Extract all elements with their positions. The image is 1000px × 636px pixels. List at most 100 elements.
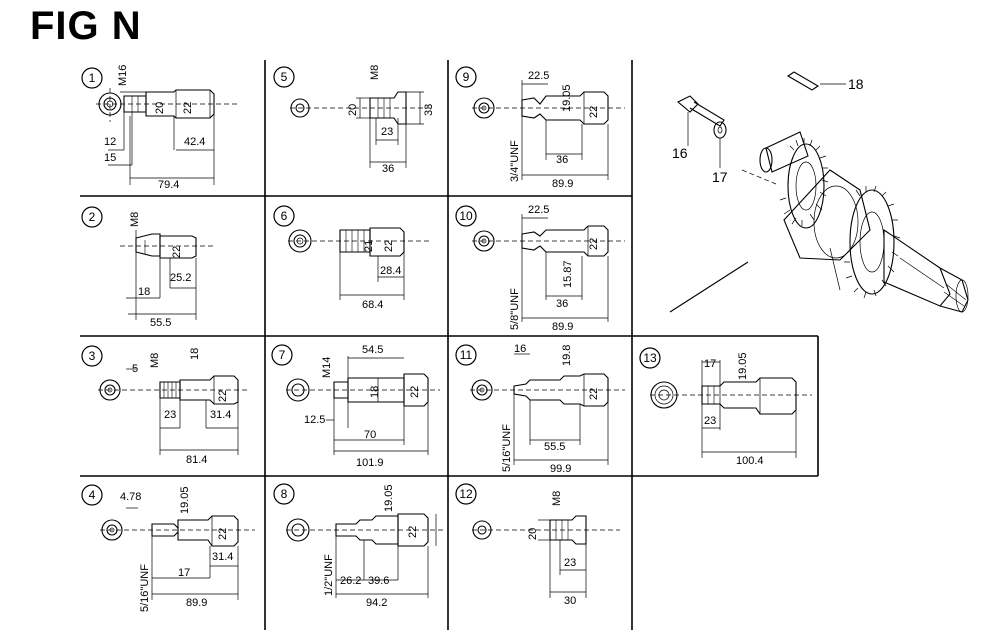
dimension-label: M14 bbox=[321, 357, 333, 378]
dimension-label: 54.5 bbox=[362, 344, 383, 356]
dimension-label: 25.2 bbox=[170, 272, 191, 284]
shaft-number-7: 7 bbox=[271, 344, 293, 366]
dimension-label: 55.5 bbox=[544, 441, 565, 453]
dimension-label: 55.5 bbox=[150, 317, 171, 329]
shaft-number-10: 10 bbox=[455, 205, 477, 227]
figure-title: FIG N bbox=[30, 4, 142, 48]
bolt-part bbox=[677, 95, 699, 113]
dimension-label: 5/16"UNF bbox=[501, 424, 513, 472]
dimension-label: 81.4 bbox=[186, 454, 207, 466]
callout-washer: 17 bbox=[712, 169, 728, 185]
dimension-label: 15 bbox=[104, 152, 116, 164]
shaft-number-1: 1 bbox=[81, 67, 103, 89]
svg-text:12: 12 bbox=[459, 487, 473, 501]
svg-text:4: 4 bbox=[89, 488, 96, 502]
dimension-label: 21 bbox=[363, 240, 375, 252]
dimension-label: 23 bbox=[381, 126, 393, 138]
dimension-label: 22 bbox=[409, 386, 421, 398]
shaft-number-12: 12 bbox=[455, 483, 477, 505]
dimension-label: 101.9 bbox=[356, 457, 384, 469]
dimension-label: 89.9 bbox=[186, 597, 207, 609]
cell-10: 10 22.5 22 15.87 5/8"UNF 36 89.9 bbox=[455, 204, 625, 333]
dimension-label: 39.6 bbox=[368, 575, 389, 587]
dimension-label: M8 bbox=[149, 353, 161, 368]
svg-text:2: 2 bbox=[89, 210, 96, 224]
dimension-label: 1/2"UNF bbox=[323, 554, 335, 596]
dimension-label: 5/16"UNF bbox=[139, 564, 151, 612]
dimension-label: 4.78 bbox=[120, 491, 141, 503]
dimension-label: 79.4 bbox=[158, 179, 179, 191]
dimension-label: 17 bbox=[178, 567, 190, 579]
key-part bbox=[786, 71, 820, 91]
dimension-label: 18 bbox=[189, 348, 201, 360]
cell-4: 4 4.78 19.05 22 31.4 17 5/16"UNF 89.9 bbox=[81, 484, 255, 612]
dimension-label: 12.5 bbox=[304, 414, 325, 426]
cell-8: 8 19.05 22 1/2"UNF 26.2 39.6 94.2 bbox=[273, 483, 446, 609]
svg-text:11: 11 bbox=[460, 348, 473, 362]
dimension-label: 22.5 bbox=[528, 204, 549, 216]
dimension-label: 22 bbox=[588, 238, 600, 250]
dimension-label: 100.4 bbox=[736, 455, 764, 467]
shaft-number-5: 5 bbox=[273, 66, 295, 88]
dimension-label: 19.8 bbox=[561, 345, 573, 366]
dimension-label: 20 bbox=[527, 528, 539, 540]
shaft-number-9: 9 bbox=[455, 66, 477, 88]
dimension-label: 22 bbox=[171, 246, 183, 258]
cell-7: 7 54.5 M14 18 22 12.5 70 101.9 bbox=[271, 344, 440, 469]
dimension-label: 94.2 bbox=[366, 597, 387, 609]
dimension-label: 3/4"UNF bbox=[509, 140, 521, 182]
dimension-label: 26.2 bbox=[340, 575, 361, 587]
dimension-label: 42.4 bbox=[184, 136, 205, 148]
crankshaft-illustration: 18 16 17 bbox=[669, 71, 969, 313]
dimension-label: 18 bbox=[369, 386, 381, 398]
dimension-label: 22 bbox=[407, 526, 419, 538]
dimension-label: 22 bbox=[383, 240, 395, 252]
dimension-label: 70 bbox=[364, 429, 376, 441]
cell-3: 3 5 M8 18 22 23 31.4 81.4 bbox=[81, 345, 250, 466]
dimension-label: M8 bbox=[129, 212, 141, 227]
dimension-label: 33 bbox=[423, 104, 435, 116]
dimension-label: 68.4 bbox=[362, 299, 383, 311]
dimension-label: 19.05 bbox=[383, 484, 395, 512]
dimension-label: 22.5 bbox=[528, 70, 549, 82]
cell-12: 12 M8 20 23 30 bbox=[455, 483, 620, 607]
shaft-number-8: 8 bbox=[273, 483, 295, 505]
dimension-label: 23 bbox=[164, 409, 176, 421]
dimension-label: 20 bbox=[154, 102, 166, 114]
dimension-label: 12 bbox=[104, 136, 116, 148]
dimension-label: 36 bbox=[556, 298, 568, 310]
shaft-number-11: 11 bbox=[455, 344, 477, 366]
svg-text:9: 9 bbox=[463, 70, 470, 84]
dimension-label: 30 bbox=[564, 595, 576, 607]
diagram-grid bbox=[80, 60, 819, 630]
shaft-number-4: 4 bbox=[81, 484, 103, 506]
dimension-label: 18 bbox=[138, 286, 150, 298]
svg-text:5: 5 bbox=[281, 70, 288, 84]
shaft-number-2: 2 bbox=[81, 206, 103, 228]
cell-13: 13 17 19.05 23 100.4 bbox=[639, 347, 812, 467]
dimension-label: 19.05 bbox=[179, 486, 191, 514]
dimension-label: M8 bbox=[369, 65, 381, 80]
cell-2: 2 M8 22 25.2 18 55.5 bbox=[81, 206, 215, 329]
svg-text:7: 7 bbox=[279, 348, 286, 362]
dimension-label: 31.4 bbox=[212, 551, 233, 563]
callout-bolt: 16 bbox=[672, 145, 688, 161]
dimension-label: 19.05 bbox=[561, 84, 573, 112]
dimension-label: M8 bbox=[551, 491, 563, 506]
svg-text:1: 1 bbox=[89, 71, 96, 85]
washer-part bbox=[713, 121, 727, 139]
dimension-label: 89.9 bbox=[552, 178, 573, 190]
dimension-label: 5 bbox=[132, 363, 138, 375]
svg-text:6: 6 bbox=[281, 209, 288, 223]
dimension-label: 16 bbox=[514, 343, 526, 355]
dimension-label: 36 bbox=[382, 163, 394, 175]
dimension-label: 89.9 bbox=[552, 321, 573, 333]
callout-key: 18 bbox=[848, 76, 864, 92]
dimension-label: 22 bbox=[182, 102, 194, 114]
dimension-label: 23 bbox=[704, 415, 716, 427]
dimension-label: 17 bbox=[704, 358, 716, 370]
dimension-label: 28.4 bbox=[380, 265, 401, 277]
dimension-label: 99.9 bbox=[550, 463, 571, 475]
svg-text:8: 8 bbox=[281, 487, 288, 501]
